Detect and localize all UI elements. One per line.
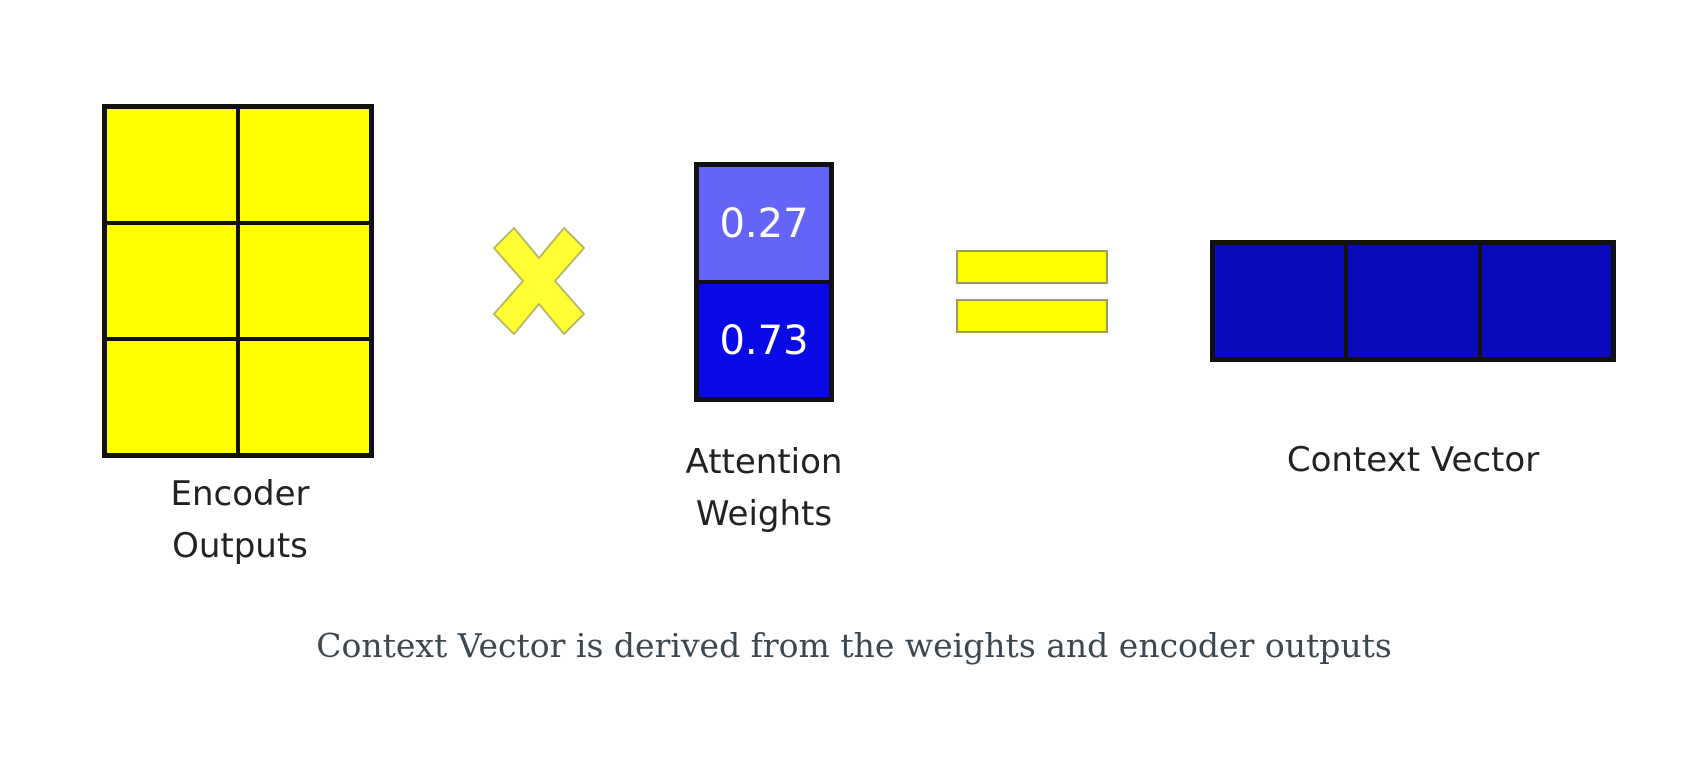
encoder-label-line2: Outputs	[172, 526, 308, 566]
context-cell	[1348, 245, 1478, 357]
attention-weights-matrix: 0.27 0.73	[694, 162, 834, 402]
multiply-icon	[493, 227, 585, 335]
encoder-cell	[107, 225, 236, 337]
weights-label-line1: Attention	[685, 442, 843, 482]
context-vector	[1210, 240, 1616, 362]
context-cell	[1481, 245, 1611, 357]
encoder-cell	[240, 341, 369, 453]
context-cell	[1215, 245, 1345, 357]
encoder-cell	[240, 109, 369, 221]
equals-icon	[956, 250, 1108, 333]
attention-weights-label: Attention Weights	[644, 436, 884, 540]
encoder-label-line1: Encoder	[170, 474, 310, 514]
encoder-cell	[107, 341, 236, 453]
weight-cell-top: 0.27	[699, 167, 829, 280]
context-vector-label: Context Vector	[1286, 440, 1540, 480]
encoder-outputs-matrix	[102, 104, 374, 458]
weight-cell-bottom: 0.73	[699, 284, 829, 397]
encoder-outputs-label: Encoder Outputs	[104, 468, 376, 572]
weights-label-line2: Weights	[695, 494, 833, 534]
encoder-cell	[240, 225, 369, 337]
encoder-cell	[107, 109, 236, 221]
figure-caption: Context Vector is derived from the weigh…	[316, 626, 1392, 665]
